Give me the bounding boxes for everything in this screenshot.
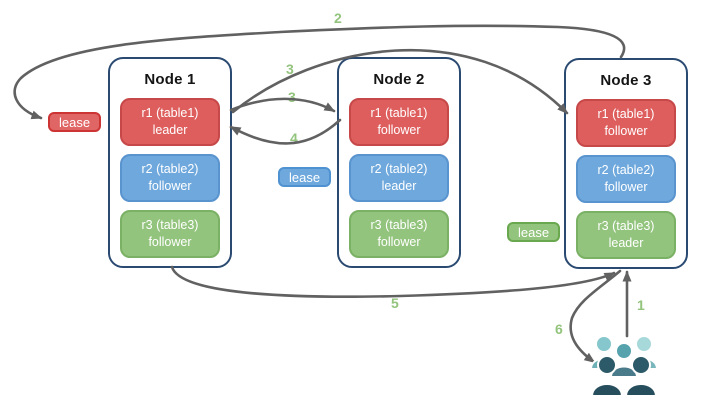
replica-role: follower [377,123,421,137]
node-1-replica-r1: r1 (table1) leader [120,98,220,146]
node-1-title: Node 1 [144,71,196,88]
replica-name: r3 (table3) [370,218,428,233]
node-3-replica-r3: r3 (table3) leader [576,211,676,259]
node-1: Node 1 r1 (table1) leader r2 (table2) fo… [108,57,232,268]
replica-name: r2 (table2) [597,163,655,178]
replica-role: leader [152,123,188,137]
node-1-replica-r2: r2 (table2) follower [120,154,220,202]
node-2: Node 2 r1 (table1) follower r2 (table2) … [337,57,461,268]
arrow-step2-node3-to-lease [13,24,626,120]
node-2-replica-r2: r2 (table2) leader [349,154,449,202]
replica-role: follower [604,124,648,138]
node-3-replica-r1: r1 (table1) follower [576,99,676,147]
node-2-replica-r3: r3 (table3) follower [349,210,449,258]
replica-name: r1 (table1) [141,106,199,121]
node-3: Node 3 r1 (table1) follower r2 (table2) … [564,58,688,269]
arrow-step4-node2-to-node1 [229,118,342,145]
node-3-replica-r2: r2 (table2) follower [576,155,676,203]
arrow-step3-node1-to-node2 [229,97,336,113]
users-group-icon [589,335,659,397]
step-label-3a: 3 [286,61,294,77]
replica-name: r3 (table3) [597,219,655,234]
replica-role: follower [148,235,192,249]
step-label-3b: 3 [288,89,296,105]
replica-name: r1 (table1) [597,107,655,122]
replica-name: r3 (table3) [141,218,199,233]
replica-role: leader [381,179,417,193]
lease-badge-table1: lease [48,112,102,132]
replica-role: follower [604,180,648,194]
node-3-title: Node 3 [600,72,652,89]
replica-name: r2 (table2) [141,162,199,177]
step-label-5: 5 [391,295,399,311]
replica-role: follower [148,179,192,193]
step-label-4: 4 [290,130,298,146]
replica-name: r1 (table1) [370,106,428,121]
replica-role: leader [608,236,644,250]
step-label-6: 6 [555,321,563,337]
arrow-step5-node1-to-node3 [170,265,616,298]
step-label-1: 1 [637,297,645,313]
node-2-title: Node 2 [373,71,425,88]
replica-role: follower [377,235,421,249]
lease-badge-table3: lease [507,222,561,242]
node-2-replica-r1: r1 (table1) follower [349,98,449,146]
replica-name: r2 (table2) [370,162,428,177]
lease-badge-table2: lease [278,167,332,187]
node-1-replica-r3: r3 (table3) follower [120,210,220,258]
step-label-2: 2 [334,10,342,26]
